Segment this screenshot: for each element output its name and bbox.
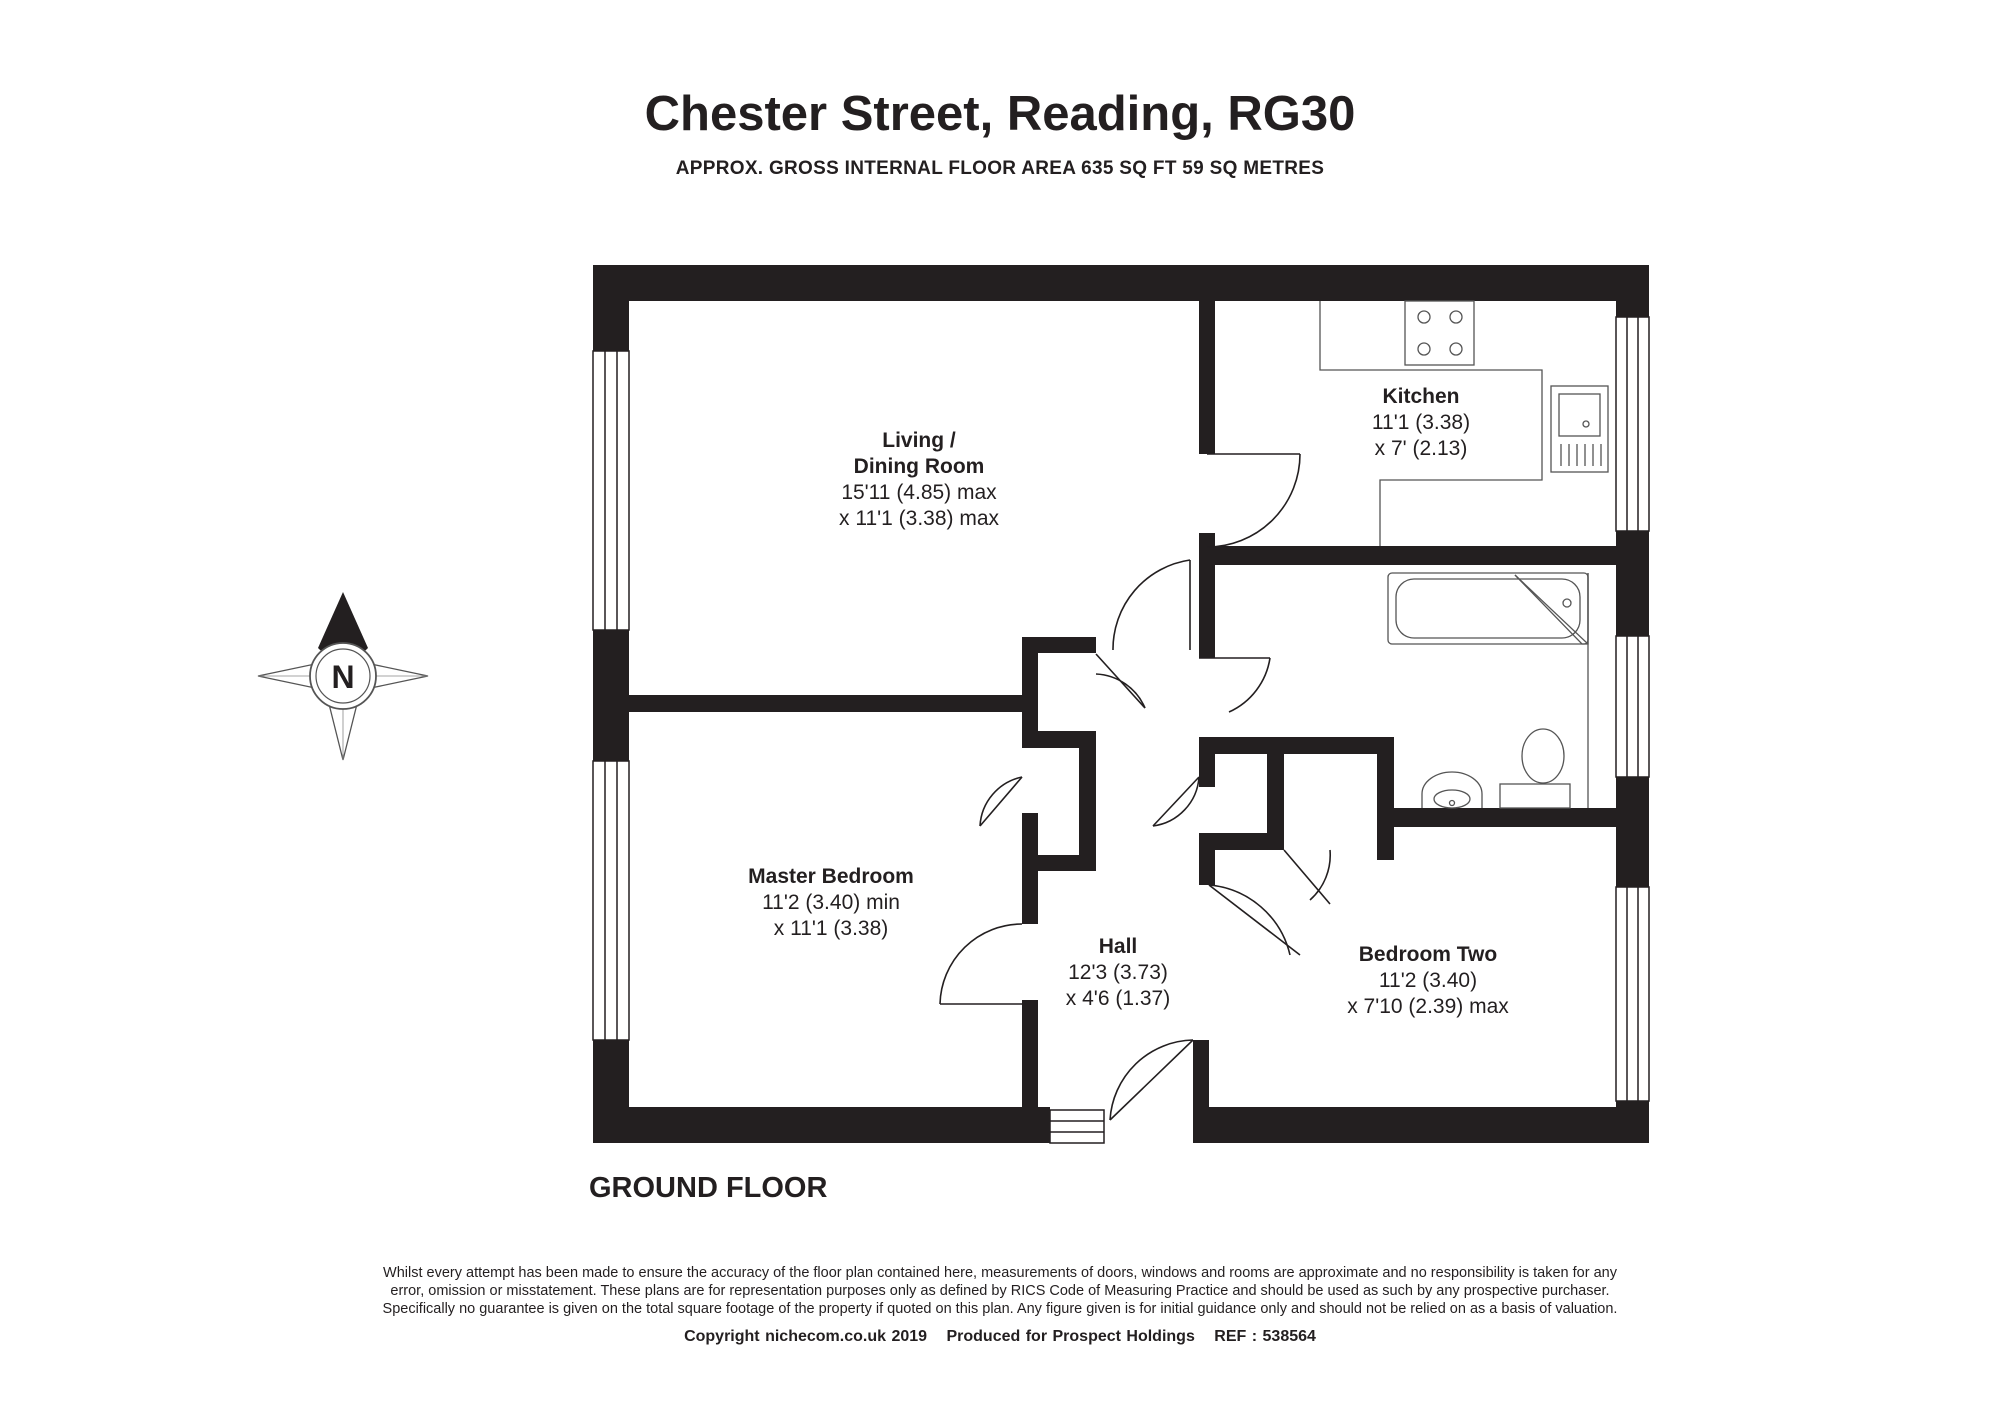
room-label-bedroom-two: Bedroom Two 11'2 (3.40) x 7'10 (2.39) ma… xyxy=(1347,943,1509,1018)
master-name: Master Bedroom xyxy=(748,865,914,888)
bedroom2-dim1: 11'2 (3.40) xyxy=(1379,969,1477,992)
copyright-text: Copyright nichecom.co.uk 2019 xyxy=(684,1328,928,1345)
living-dim1: 15'11 (4.85) max xyxy=(841,481,997,504)
room-label-kitchen: Kitchen 11'1 (3.38) x 7' (2.13) xyxy=(1372,385,1470,460)
compass-icon: N xyxy=(257,592,429,761)
room-label-living: Living / Dining Room 15'11 (4.85) max x … xyxy=(839,429,1000,530)
hall-name: Hall xyxy=(1099,935,1138,958)
living-name-line2: Dining Room xyxy=(854,455,985,478)
master-dim1: 11'2 (3.40) min xyxy=(762,891,900,914)
disclaimer-line-3: Specifically no guarantee is given on th… xyxy=(382,1301,1618,1317)
disclaimer-line-2: error, omission or misstatement. These p… xyxy=(390,1283,1610,1299)
hall-dim1: 12'3 (3.73) xyxy=(1068,961,1168,984)
kitchen-dim2: x 7' (2.13) xyxy=(1375,437,1468,460)
windows xyxy=(592,316,1650,1144)
bedroom2-name: Bedroom Two xyxy=(1359,943,1497,966)
doors xyxy=(939,453,1332,1121)
fixtures xyxy=(1319,300,1609,809)
bedroom2-dim2: x 7'10 (2.39) max xyxy=(1347,995,1509,1018)
compass-north-label: N xyxy=(331,659,354,695)
floor-label: GROUND FLOOR xyxy=(589,1172,828,1204)
kitchen-dim1: 11'1 (3.38) xyxy=(1372,411,1470,434)
reference-text: REF : 538564 xyxy=(1214,1328,1316,1345)
kitchen-name: Kitchen xyxy=(1382,385,1459,408)
plan-title: Chester Street, Reading, RG30 xyxy=(644,87,1356,141)
living-name-line1: Living / xyxy=(882,429,956,452)
living-dim2: x 11'1 (3.38) max xyxy=(839,507,1000,530)
floor-area-subtitle: APPROX. GROSS INTERNAL FLOOR AREA 635 SQ… xyxy=(675,158,1325,179)
walls xyxy=(593,265,1649,1143)
room-label-hall: Hall 12'3 (3.73) x 4'6 (1.37) xyxy=(1066,935,1170,1010)
produced-for-text: Produced for Prospect Holdings xyxy=(946,1328,1195,1345)
disclaimer: Whilst every attempt has been made to en… xyxy=(230,1264,1770,1318)
master-dim2: x 11'1 (3.38) xyxy=(774,917,889,940)
disclaimer-line-1: Whilst every attempt has been made to en… xyxy=(383,1265,1617,1281)
credits-line: Copyright nichecom.co.uk 2019 Produced f… xyxy=(0,1328,2000,1346)
room-label-master: Master Bedroom 11'2 (3.40) min x 11'1 (3… xyxy=(748,865,914,940)
hall-dim2: x 4'6 (1.37) xyxy=(1066,987,1170,1010)
